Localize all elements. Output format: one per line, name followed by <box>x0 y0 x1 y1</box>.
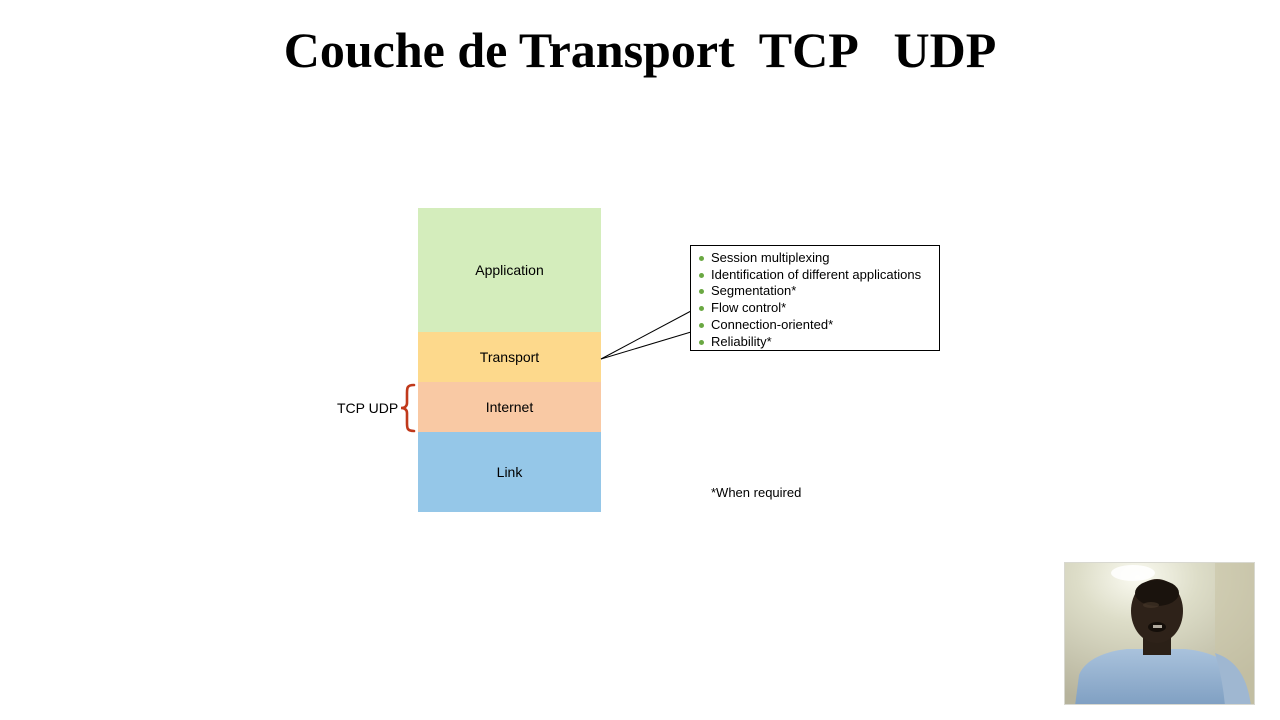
list-item: Session multiplexing <box>699 250 939 267</box>
list-item: Segmentation* <box>699 283 939 300</box>
webcam-video <box>1064 562 1255 705</box>
layer-internet-label: Internet <box>485 399 534 415</box>
layer-link-label: Link <box>496 464 523 480</box>
list-item: Connection-oriented* <box>699 317 939 334</box>
layer-stack: Application Transport Internet Link <box>418 208 601 512</box>
bullet-dot-icon <box>699 256 704 261</box>
list-item: Identification of different applications <box>699 267 939 284</box>
layer-transport: Transport <box>418 332 601 382</box>
bullet-dot-icon <box>699 272 704 278</box>
layer-application: Application <box>418 208 601 332</box>
bullet-dot-icon <box>699 339 704 345</box>
layer-link: Link <box>418 432 601 512</box>
layer-transport-label: Transport <box>479 349 540 365</box>
presenter-image <box>1065 563 1254 704</box>
layer-internet: Internet <box>418 382 601 432</box>
bullet-dot-icon <box>699 289 704 295</box>
feature-list: Session multiplexing Identification of d… <box>699 250 939 350</box>
list-item: Flow control* <box>699 300 939 317</box>
curly-brace-icon <box>400 383 416 433</box>
footnote: *When required <box>711 485 802 500</box>
layer-application-label: Application <box>475 262 544 278</box>
callout-pointer <box>600 310 692 360</box>
bullet-dot-icon <box>699 322 704 328</box>
list-item: Reliability* <box>699 334 939 351</box>
tcp-udp-label: TCP UDP <box>337 400 399 416</box>
slide-title: Couche de Transport TCP UDP <box>283 22 997 78</box>
bullet-dot-icon <box>699 306 704 312</box>
transport-features-callout: Session multiplexing Identification of d… <box>690 245 940 351</box>
